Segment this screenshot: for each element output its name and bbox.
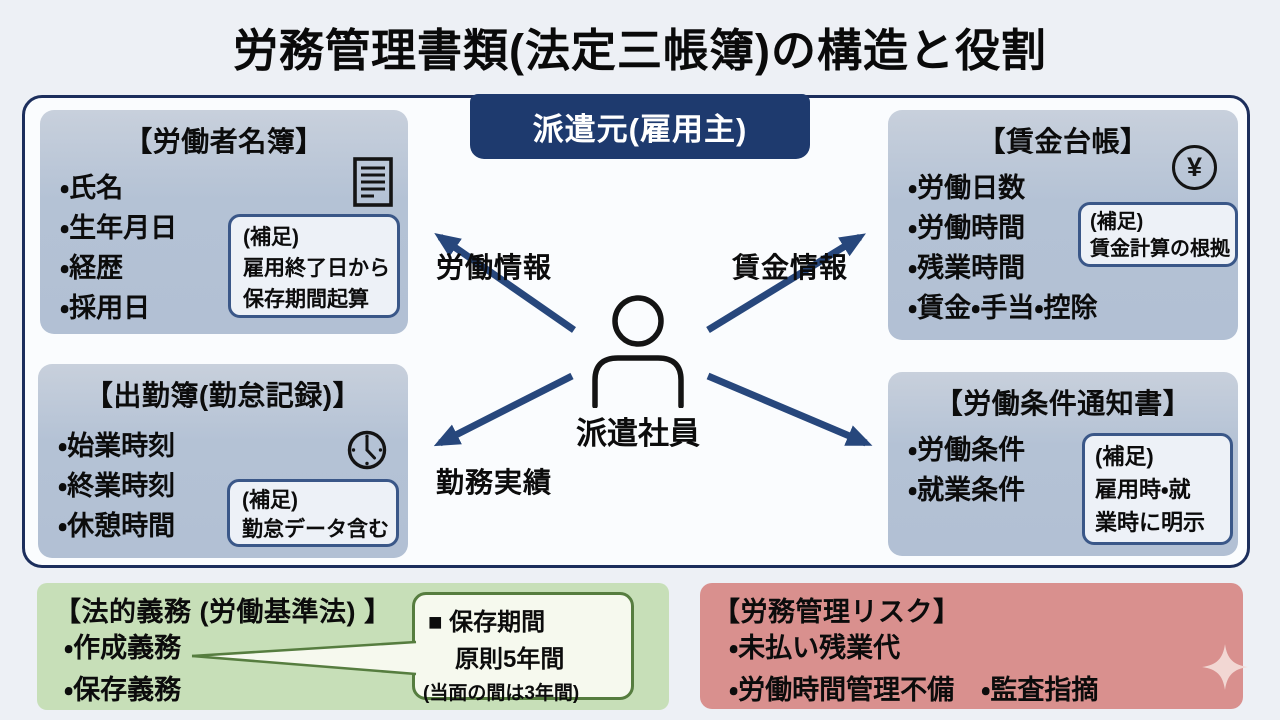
list-item: ・休憩時間 <box>58 511 176 541</box>
callout-line: 原則5年間 <box>455 646 565 673</box>
list-item: ・終業時刻 <box>58 471 176 501</box>
arrow-wage-info <box>706 233 866 333</box>
retention-callout: ■ 保存期間 原則5年間 (当面の間は3年間) <box>412 592 634 704</box>
callout-line: (当面の間は3年間) <box>423 683 580 704</box>
list-item: ・始業時刻 <box>58 431 176 461</box>
box-worker-roster-items: ・氏名 ・生年月日 ・経歴 ・採用日 <box>40 168 408 328</box>
risk-title: 【労務管理リスク】 <box>713 597 961 627</box>
arrow-conditions <box>706 372 873 447</box>
header-badge-employer: 派遣元(雇用主) <box>470 94 810 159</box>
note-wage: (補足) 賃金計算の根拠 <box>1078 202 1238 267</box>
list-item: ・労働日数 <box>908 173 1026 203</box>
list-item: ・労働時間管理不備 ・監査指摘 <box>729 675 1099 705</box>
list-item: ・労働条件 <box>908 435 1026 465</box>
box-wage-ledger-items: ・労働日数 ・労働時間 ・残業時間 ・賃金・手当・控除 <box>888 168 1238 328</box>
list-item: ・労働時間 <box>908 213 1026 243</box>
note-line: 勤怠データ含む <box>242 518 389 541</box>
note-line: (補足) <box>1095 444 1154 469</box>
note-line: 賃金計算の根拠 <box>1090 238 1230 260</box>
yen-circle-icon: ¥ <box>1172 145 1217 190</box>
box-conditions-notice-items: ・労働条件 ・就業条件 <box>888 430 1238 510</box>
arrow-label-labor-info: 労働情報 <box>436 252 553 283</box>
box-wage-ledger-title: 【賃金台帳】 <box>977 126 1149 157</box>
callout-tail <box>191 640 417 676</box>
person-label: 派遣社員 <box>576 416 700 451</box>
arrow-label-wage-info: 賃金情報 <box>732 252 849 283</box>
arrow-work-record <box>433 372 574 447</box>
note-roster: (補足) 雇用終了日から 保存期間起算 <box>228 214 400 318</box>
note-line: (補足) <box>243 226 299 249</box>
box-conditions-notice-title: 【労働条件通知書】 <box>934 388 1192 419</box>
list-item: ・保存義務 <box>64 675 182 705</box>
list-item: ・残業時間 <box>908 253 1026 283</box>
risk-box <box>700 583 1243 709</box>
note-line: 雇用時・就 <box>1095 477 1191 502</box>
page-title: 労務管理書類(法定三帳簿)の構造と役割 <box>233 25 1047 76</box>
clock-icon <box>347 430 387 470</box>
list-item: ・就業条件 <box>908 475 1026 505</box>
note-line: 業時に明示 <box>1095 510 1206 535</box>
list-item: ・作成義務 <box>64 633 182 663</box>
box-attendance-items: ・始業時刻 ・終業時刻 ・休憩時間 <box>38 426 408 546</box>
list-item: ・氏名 <box>60 173 124 203</box>
list-item: ・生年月日 <box>60 213 178 243</box>
document-icon <box>353 157 393 207</box>
note-attendance: (補足) 勤怠データ含む <box>227 479 399 547</box>
legal-obligation-items: ・作成義務 ・保存義務 <box>64 627 181 711</box>
box-worker-roster-title: 【労働者名簿】 <box>124 126 324 157</box>
note-line: (補足) <box>1090 211 1144 233</box>
risk-items: ・未払い残業代 ・労働時間管理不備 ・監査指摘 <box>729 627 1098 711</box>
legal-obligation-title: 【法的義務 (労働基準法) 】 <box>54 597 392 627</box>
list-item: ・賃金・手当・控除 <box>908 293 1098 323</box>
list-item: ・未払い残業代 <box>729 633 901 663</box>
list-item: ・経歴 <box>60 253 124 283</box>
note-line: 保存期間起算 <box>243 288 369 311</box>
sparkle-icon <box>1202 644 1248 690</box>
person-icon <box>592 295 684 408</box>
note-line: 雇用終了日から <box>243 257 390 280</box>
arrow-labor-info <box>434 233 576 333</box>
arrow-label-work-record: 勤務実績 <box>436 467 553 498</box>
box-attendance-title: 【出勤簿(勤怠記録)】 <box>84 380 362 411</box>
callout-line: ■ 保存期間 <box>428 609 546 636</box>
note-line: (補足) <box>242 489 298 512</box>
list-item: ・採用日 <box>60 293 151 323</box>
note-conditions: (補足) 雇用時・就 業時に明示 <box>1082 433 1233 545</box>
